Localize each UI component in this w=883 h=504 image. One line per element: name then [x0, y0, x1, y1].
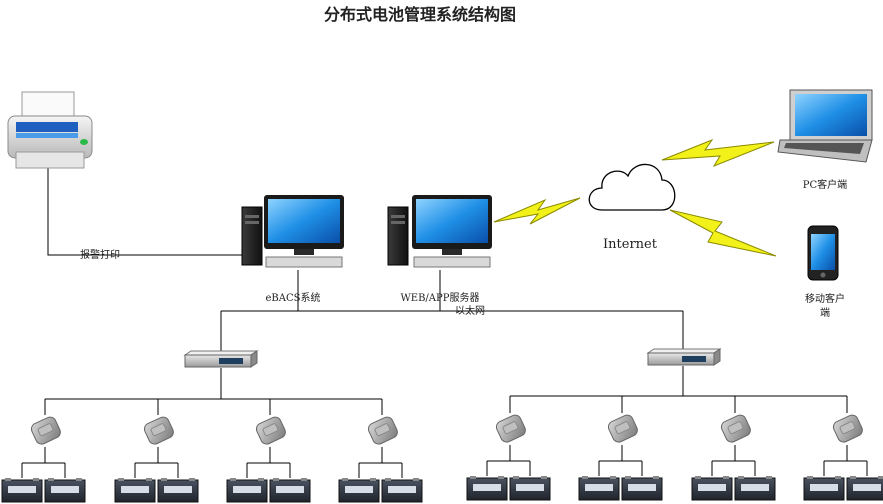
- mobile-client-label-line2: 端: [820, 306, 830, 319]
- laptop-icon: [777, 89, 873, 163]
- battery-icon: [269, 478, 311, 503]
- sensor-module-icon: [143, 416, 174, 445]
- sensor-module-icon: [255, 416, 286, 445]
- battery-icon: [466, 476, 508, 501]
- pc-client-label: PC客户端: [803, 178, 847, 191]
- battery-icon: [509, 476, 551, 501]
- sensor-module-icon: [495, 414, 526, 443]
- ethernet-label: 以太网: [455, 304, 485, 317]
- wireless-link-icon: [493, 138, 777, 257]
- web-app-server-label: WEB/APP服务器: [401, 291, 480, 304]
- battery-icon: [846, 476, 883, 501]
- battery-icon: [226, 478, 268, 503]
- printer-icon: [7, 91, 93, 169]
- cloud-icon: [588, 163, 676, 211]
- battery-icon: [157, 478, 199, 503]
- sensor-module-icon: [30, 416, 61, 445]
- mobile-client-label-line1: 移动客户: [805, 292, 845, 305]
- ebacs-label: eBACS系统: [266, 291, 321, 304]
- battery-icon: [114, 478, 156, 503]
- server-icon: [387, 195, 492, 268]
- sensor-module-icon: [367, 416, 398, 445]
- sensor-module-icon: [832, 414, 863, 443]
- print-alarm-label: 报警打印: [80, 248, 120, 261]
- internet-label: Internet: [603, 237, 658, 252]
- rack-controller-icon: [183, 350, 259, 368]
- workstation-icon: [241, 195, 344, 268]
- printer-link: [47, 168, 247, 256]
- smartphone-icon: [807, 225, 839, 281]
- battery-icon: [1, 478, 43, 503]
- sensor-module-icon: [607, 414, 638, 443]
- battery-icon: [338, 478, 380, 503]
- sensor-module-icon: [720, 414, 751, 443]
- connectors: [21, 168, 868, 478]
- battery-icon: [621, 476, 663, 501]
- battery-icon: [691, 476, 733, 501]
- battery-icon: [578, 476, 620, 501]
- battery-icon: [381, 478, 423, 503]
- battery-icon: [44, 478, 86, 503]
- rack-controller-icon: [646, 348, 722, 366]
- battery-icon: [803, 476, 845, 501]
- diagram-title: 分布式电池管理系统结构图: [324, 5, 516, 24]
- battery-icon: [734, 476, 776, 501]
